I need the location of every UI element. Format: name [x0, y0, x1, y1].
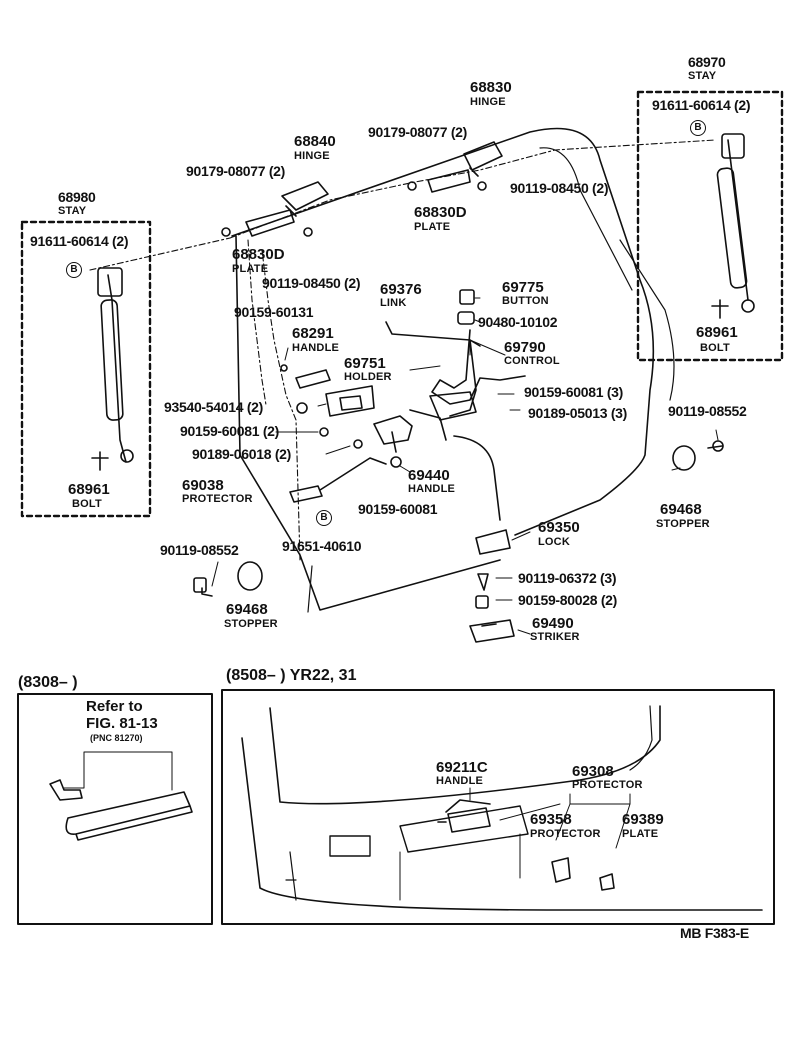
- label-68961-right-number: 68961: [696, 324, 738, 341]
- lock-cable: [453, 435, 501, 521]
- label-68830d-left-name: PLATE: [232, 263, 269, 275]
- figure-code: MB F383-E: [680, 925, 749, 941]
- inset-plate-69389: [599, 873, 615, 891]
- label-91611-left: 91611-60614 (2): [30, 233, 129, 249]
- inset-right-frame: [221, 689, 775, 925]
- back-door-inner-line: [539, 147, 675, 401]
- label-69038-number: 69038: [182, 477, 224, 494]
- protector-69038: [289, 457, 387, 503]
- label-69751-number: 69751: [344, 355, 386, 372]
- label-90189-05013: 90189-05013 (3): [528, 405, 628, 421]
- label-68830d-right-number: 68830D: [414, 204, 467, 221]
- label-90119-08552-left: 90119-08552: [160, 542, 239, 558]
- label-69350-number: 69350: [538, 519, 580, 536]
- inset-refer-line2: FIG. 81-13: [86, 715, 158, 732]
- inset-handle-69211c: [437, 799, 491, 833]
- label-90159-60131: 90159-60131: [234, 304, 314, 320]
- stay-strut-right: [727, 139, 749, 301]
- label-68980-name: STAY: [58, 205, 87, 217]
- label-90119-08450-right: 90119-08450 (2): [510, 180, 609, 196]
- label-68840-number: 68840: [294, 133, 336, 150]
- label-91611-right: 91611-60614 (2): [652, 97, 751, 113]
- striker-69490: [469, 619, 515, 643]
- label-69751-name: HOLDER: [344, 371, 392, 383]
- label-69038-name: PROTECTOR: [182, 493, 253, 505]
- label-90159-60081: 90159-60081: [358, 501, 438, 517]
- label-93540-54014: 93540-54014 (2): [164, 399, 264, 415]
- label-68970-number: 68970: [688, 54, 726, 70]
- label-69790-name: CONTROL: [504, 355, 560, 367]
- label-68830-name: HINGE: [470, 96, 506, 108]
- label-69468-right-name: STOPPER: [656, 518, 710, 530]
- inset-door-outline: [241, 705, 763, 911]
- label-68830-number: 68830: [470, 79, 512, 96]
- hinge-right: [463, 141, 503, 177]
- stay-box-left: [20, 220, 152, 518]
- label-69775-number: 69775: [502, 279, 544, 296]
- label-69468-left-name: STOPPER: [224, 618, 278, 630]
- label-90119-08552-right: 90119-08552: [668, 403, 747, 419]
- inset-right-header: (8508– ) YR22, 31: [226, 667, 357, 684]
- label-69490-number: 69490: [532, 615, 574, 632]
- label-68840-name: HINGE: [294, 150, 330, 162]
- stay-box-right: [636, 90, 784, 362]
- label-68980-number: 68980: [58, 189, 96, 205]
- label-69376-name: LINK: [380, 297, 407, 309]
- inset-handle-bar: [65, 791, 193, 841]
- marker-b-icon: B: [690, 120, 706, 136]
- label-69490-name: STRIKER: [530, 631, 580, 643]
- label-68830d-right-name: PLATE: [414, 221, 451, 233]
- label-68961-left-name: BOLT: [72, 498, 102, 510]
- label-69350-name: LOCK: [538, 536, 570, 548]
- label-68970-name: STAY: [688, 70, 717, 82]
- label-69775-name: BUTTON: [502, 295, 549, 307]
- label-69358-number: 69358: [530, 811, 572, 828]
- label-69308-name: PROTECTOR: [572, 779, 643, 791]
- label-69440-name: HANDLE: [408, 483, 456, 495]
- handle-69440: [373, 415, 413, 453]
- handle-68291: [295, 369, 331, 389]
- label-90189-06018: 90189-06018 (2): [192, 446, 292, 462]
- label-69468-right-number: 69468: [660, 501, 702, 518]
- marker-b-icon: B: [66, 262, 82, 278]
- label-90179-left: 90179-08077 (2): [186, 163, 286, 179]
- label-90159-60081-3: 90159-60081 (3): [524, 384, 624, 400]
- link-rod: [385, 321, 481, 347]
- label-68291-number: 68291: [292, 325, 334, 342]
- label-68961-right-name: BOLT: [700, 342, 730, 354]
- label-90159-60081-2: 90159-60081 (2): [180, 423, 280, 439]
- label-69358-name: PROTECTOR: [530, 828, 601, 840]
- label-90119-06372: 90119-06372 (3): [518, 570, 617, 586]
- label-90480-10102: 90480-10102: [478, 314, 558, 330]
- label-69389-number: 69389: [622, 811, 664, 828]
- label-69440-number: 69440: [408, 467, 450, 484]
- label-68961-left-number: 68961: [68, 481, 110, 498]
- inset-refer-line3: (PNC 81270): [90, 733, 143, 743]
- inset-handle-small: [49, 779, 83, 801]
- label-69389-name: PLATE: [622, 828, 659, 840]
- label-69376-number: 69376: [380, 281, 422, 298]
- label-90119-08450-left: 90119-08450 (2): [262, 275, 361, 291]
- inset-left-header: (8308– ): [18, 674, 78, 691]
- label-90179-right: 90179-08077 (2): [368, 124, 468, 140]
- marker-b-icon: B: [316, 510, 332, 526]
- inset-refer-line1: Refer to: [86, 698, 143, 715]
- stopper-right: [672, 445, 696, 471]
- label-69308-number: 69308: [572, 763, 614, 780]
- label-68830d-left-number: 68830D: [232, 246, 285, 263]
- label-68291-name: HANDLE: [292, 342, 340, 354]
- inset-left-frame: [17, 693, 213, 925]
- stopper-left: [237, 561, 263, 591]
- label-69211c-name: HANDLE: [436, 775, 484, 787]
- label-69211c-number: 69211C: [436, 759, 488, 776]
- holder-69751: [325, 385, 375, 417]
- label-69468-left-number: 69468: [226, 601, 268, 618]
- label-91651-40610: 91651-40610: [282, 538, 362, 554]
- label-69790-number: 69790: [504, 339, 546, 356]
- label-90159-80028: 90159-80028 (2): [518, 592, 618, 608]
- inset-protector-69358: [551, 857, 571, 883]
